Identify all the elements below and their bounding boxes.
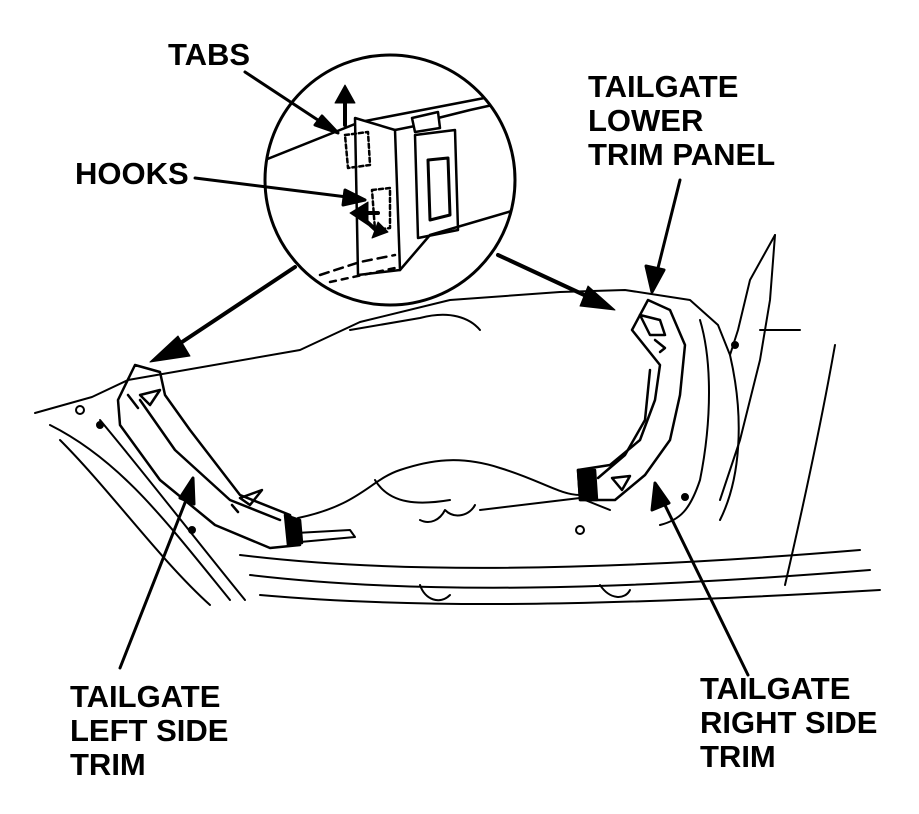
left-trim-line-3: TRIM (70, 747, 146, 782)
lower-trim-line-3: TRIM PANEL (588, 137, 776, 172)
detail-magnifier-circle (263, 53, 517, 307)
tailgate-lower-trim-panel-label: TAILGATE LOWER TRIM PANEL (588, 70, 775, 172)
tabs-label-text: TABS (168, 37, 251, 72)
right-trim-line-2: RIGHT SIDE (700, 705, 878, 740)
magnifier-callout-arrows (149, 253, 616, 363)
left-trim-line-1: TAILGATE (70, 679, 221, 714)
left-side-trim-part (116, 363, 304, 550)
left-trim-line-2: LEFT SIDE (70, 713, 229, 748)
right-trim-line-1: TAILGATE (700, 671, 851, 706)
tailgate-right-side-trim-label: TAILGATE RIGHT SIDE TRIM (700, 672, 877, 774)
right-side-trim-part (576, 298, 687, 502)
label-leader-lines (118, 70, 750, 677)
lower-trim-line-1: TAILGATE (588, 69, 739, 104)
lower-trim-line-2: LOWER (588, 103, 704, 138)
right-trim-line-3: TRIM (700, 739, 776, 774)
tailgate-left-side-trim-label: TAILGATE LEFT SIDE TRIM (70, 680, 228, 782)
tailgate-body (34, 234, 881, 606)
hooks-label-text: HOOKS (75, 156, 189, 191)
hooks-label: HOOKS (75, 157, 189, 191)
tabs-label: TABS (168, 38, 250, 72)
